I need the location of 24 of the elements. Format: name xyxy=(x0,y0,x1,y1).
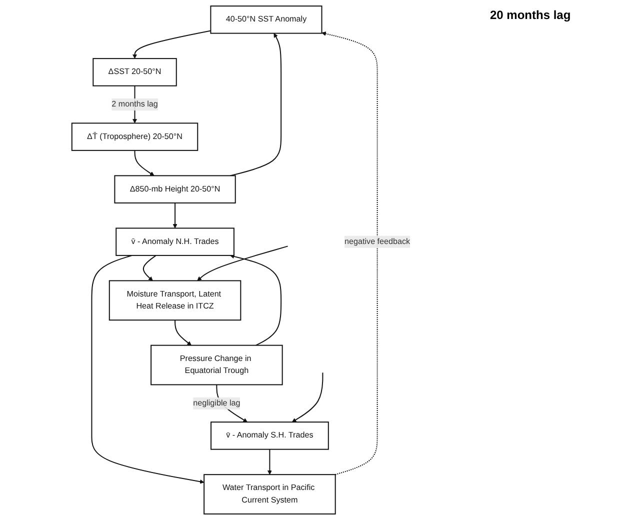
arrow xyxy=(91,254,204,484)
arrow xyxy=(172,202,178,228)
arrow xyxy=(134,150,154,176)
node-box: 40-50°N SST Anomaly xyxy=(210,6,322,34)
node-box: Δ850-mb Height 20-50°N xyxy=(114,175,236,204)
arrow xyxy=(267,449,272,475)
node-box: Moisture Transport, Latent Heat Release in ITCZ xyxy=(108,280,242,321)
node-box: Water Transport in Pacific Current System xyxy=(204,474,336,514)
arrow xyxy=(174,320,192,346)
arrow xyxy=(230,254,282,346)
node-box: Pressure Change in Equatorial Trough xyxy=(150,344,283,386)
arrow xyxy=(197,246,288,281)
node-box: v̄ - Anomaly S.H. Trades xyxy=(210,422,329,450)
node-box: ΔT̄ (Troposphere) 20-50°N xyxy=(71,122,198,151)
node-box: v̄ - Anomaly N.H. Trades xyxy=(116,228,234,256)
edge-label: negative feedback xyxy=(344,237,410,246)
lag-note: 20 months lag xyxy=(490,8,572,22)
arrow xyxy=(142,255,156,281)
node-box: ΔSST 20-50°N xyxy=(92,58,177,86)
edge-label: negligible lag xyxy=(193,398,240,408)
arrow xyxy=(132,30,211,59)
edge-label: 2 months lag xyxy=(112,100,158,109)
arrow xyxy=(322,32,378,476)
arrow xyxy=(292,372,324,422)
